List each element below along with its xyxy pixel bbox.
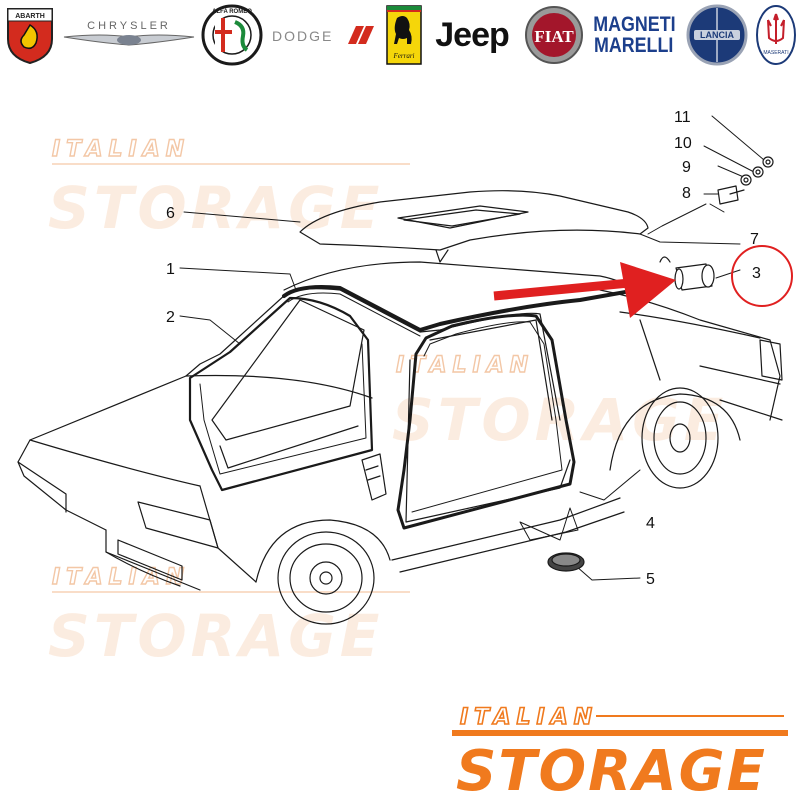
italian-storage-logo: ITALIAN STORAGE bbox=[452, 704, 788, 796]
brand-line1: ITALIAN bbox=[460, 705, 598, 730]
front-door-seal-part-2 bbox=[188, 296, 374, 492]
rear-door-seal-part-4 bbox=[361, 313, 576, 530]
brand-logo-strip: ABARTH CHRYSLER ALFA ROMEO DODGE bbox=[0, 0, 800, 70]
alfa-romeo-label: ALFA ROMEO bbox=[212, 9, 252, 15]
watermark-middle: ITALIAN STORAGE bbox=[392, 352, 727, 454]
callout-4: 4 bbox=[646, 515, 655, 532]
maserati-label: MASERATI bbox=[763, 50, 788, 56]
rubber-plug-part-3 bbox=[659, 256, 715, 291]
watermark-line2: STORAGE bbox=[48, 602, 383, 670]
watermark-line1: ITALIAN bbox=[52, 565, 190, 590]
fiat-logo: FIAT bbox=[524, 4, 584, 66]
lancia-logo: LANCIA bbox=[684, 4, 750, 66]
magneti-marelli-logo: MAGNETI MARELLI bbox=[588, 4, 680, 66]
magneti-label: MAGNETI bbox=[592, 13, 676, 36]
lancia-label: LANCIA bbox=[700, 30, 734, 40]
watermark-line1: ITALIAN bbox=[52, 137, 190, 162]
chrysler-logo: CHRYSLER bbox=[62, 4, 196, 66]
marelli-label: MARELLI bbox=[594, 34, 674, 57]
callout-3: 3 bbox=[752, 265, 761, 282]
dodge-label: DODGE bbox=[272, 28, 333, 44]
ferrari-label: Ferrari bbox=[393, 52, 415, 60]
roof-panel-part-6 bbox=[299, 190, 649, 263]
parts-diagram: ITALIAN STORAGE ITALIAN STORAGE ITALIAN … bbox=[17, 109, 793, 670]
callout-6: 6 bbox=[166, 205, 175, 222]
highlight-circle-part-3 bbox=[731, 245, 793, 307]
jeep-logo: Jeep bbox=[428, 4, 516, 66]
ferrari-logo: Ferrari bbox=[384, 4, 424, 66]
callout-7: 7 bbox=[750, 231, 759, 248]
callout-10: 10 bbox=[674, 135, 692, 152]
callout-5: 5 bbox=[646, 571, 655, 588]
callout-8: 8 bbox=[682, 185, 691, 202]
roof-moulding-part-1 bbox=[282, 285, 650, 337]
callout-11: 11 bbox=[674, 109, 691, 126]
abarth-label: ABARTH bbox=[15, 13, 45, 20]
watermark-bottom: ITALIAN STORAGE bbox=[48, 564, 410, 670]
jeep-label: Jeep bbox=[435, 15, 509, 54]
leader-lines bbox=[179, 115, 765, 581]
fiat-label: FIAT bbox=[534, 27, 574, 46]
callout-2: 2 bbox=[166, 309, 175, 326]
watermark-line2: STORAGE bbox=[48, 174, 383, 242]
abarth-logo: ABARTH bbox=[2, 4, 58, 66]
highlight-arrow bbox=[493, 262, 676, 318]
fasteners-parts-8-11 bbox=[717, 156, 774, 205]
watermark-line2: STORAGE bbox=[392, 386, 727, 454]
watermark-top: ITALIAN STORAGE bbox=[48, 136, 410, 242]
dodge-logo: DODGE bbox=[268, 4, 380, 66]
maserati-logo: MASERATI bbox=[754, 4, 798, 66]
callout-1: 1 bbox=[166, 261, 175, 278]
watermark-line1: ITALIAN bbox=[396, 353, 534, 378]
grommet-part-5 bbox=[547, 552, 585, 572]
brand-line2: STORAGE bbox=[456, 739, 767, 796]
alfa-romeo-logo: ALFA ROMEO bbox=[200, 4, 264, 66]
callout-9: 9 bbox=[682, 159, 691, 176]
chrysler-label: CHRYSLER bbox=[87, 20, 171, 32]
